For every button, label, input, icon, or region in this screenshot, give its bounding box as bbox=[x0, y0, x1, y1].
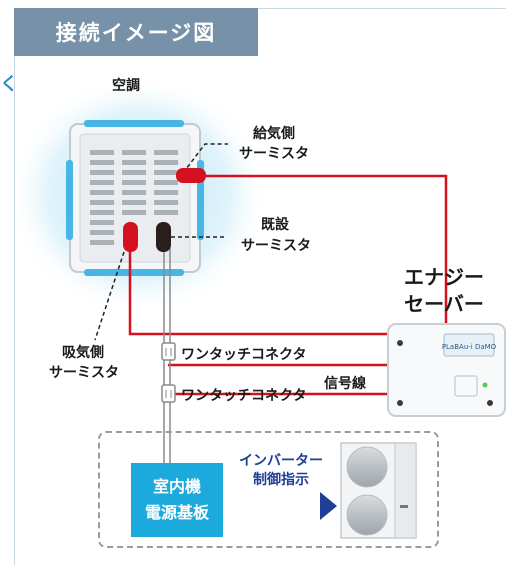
vent-bottom bbox=[84, 269, 184, 276]
connector-1-icon bbox=[161, 342, 176, 361]
existing-thermistor-label-1: 既設 bbox=[261, 217, 289, 233]
inverter-label-1: インバーター bbox=[239, 453, 323, 469]
air-conditioner-unit bbox=[20, 86, 258, 304]
supply-leader bbox=[182, 143, 228, 174]
connector-2-icon bbox=[161, 384, 176, 403]
supply-thermistor-icon bbox=[176, 168, 206, 183]
supply-wire bbox=[205, 174, 448, 332]
intake-grille bbox=[90, 150, 178, 245]
vent-top bbox=[84, 120, 184, 127]
intake-leader bbox=[94, 251, 125, 341]
diagram-title: 接続イメージ図 bbox=[14, 8, 258, 56]
board-label-1: 室内機 bbox=[152, 477, 201, 496]
supply-thermistor-label-1: 給気側 bbox=[253, 126, 295, 142]
signal-line-label: 信号線 bbox=[324, 376, 366, 392]
indoor-board-area bbox=[98, 431, 439, 548]
outdoor-unit bbox=[340, 442, 417, 539]
energy-saver-device: PLaBAu-i DaMO bbox=[387, 323, 506, 417]
side-mark: く bbox=[0, 74, 18, 95]
aircon-label: 空調 bbox=[112, 78, 140, 94]
board-label-2: 電源基板 bbox=[144, 503, 209, 522]
intake-thermistor-label-2: サーミスタ bbox=[49, 365, 119, 381]
energy-saver-label-2: セーバー bbox=[404, 292, 484, 316]
control-arrow-icon bbox=[320, 492, 337, 520]
supply-thermistor-label-2: サーミスタ bbox=[239, 146, 309, 162]
vent-left bbox=[66, 160, 73, 240]
inverter-label-2: 制御指示 bbox=[253, 472, 309, 488]
intake-wire bbox=[128, 250, 398, 336]
existing-thermistor-label-2: サーミスタ bbox=[241, 238, 311, 254]
connector-label-2: ワンタッチコネクタ bbox=[181, 388, 307, 404]
intake-thermistor-icon bbox=[123, 222, 138, 252]
connector-label-1: ワンタッチコネクタ bbox=[181, 347, 307, 363]
signal-wiring bbox=[128, 174, 448, 396]
device-brand: PLaBAu-i DaMO bbox=[442, 343, 497, 351]
intake-thermistor-label-1: 吸気側 bbox=[62, 345, 104, 361]
energy-saver-label-1: エナジー bbox=[404, 265, 484, 289]
indoor-power-board: 室内機 電源基板 bbox=[131, 463, 223, 537]
existing-thermistor-icon bbox=[156, 222, 171, 252]
frame-border bbox=[14, 8, 506, 565]
